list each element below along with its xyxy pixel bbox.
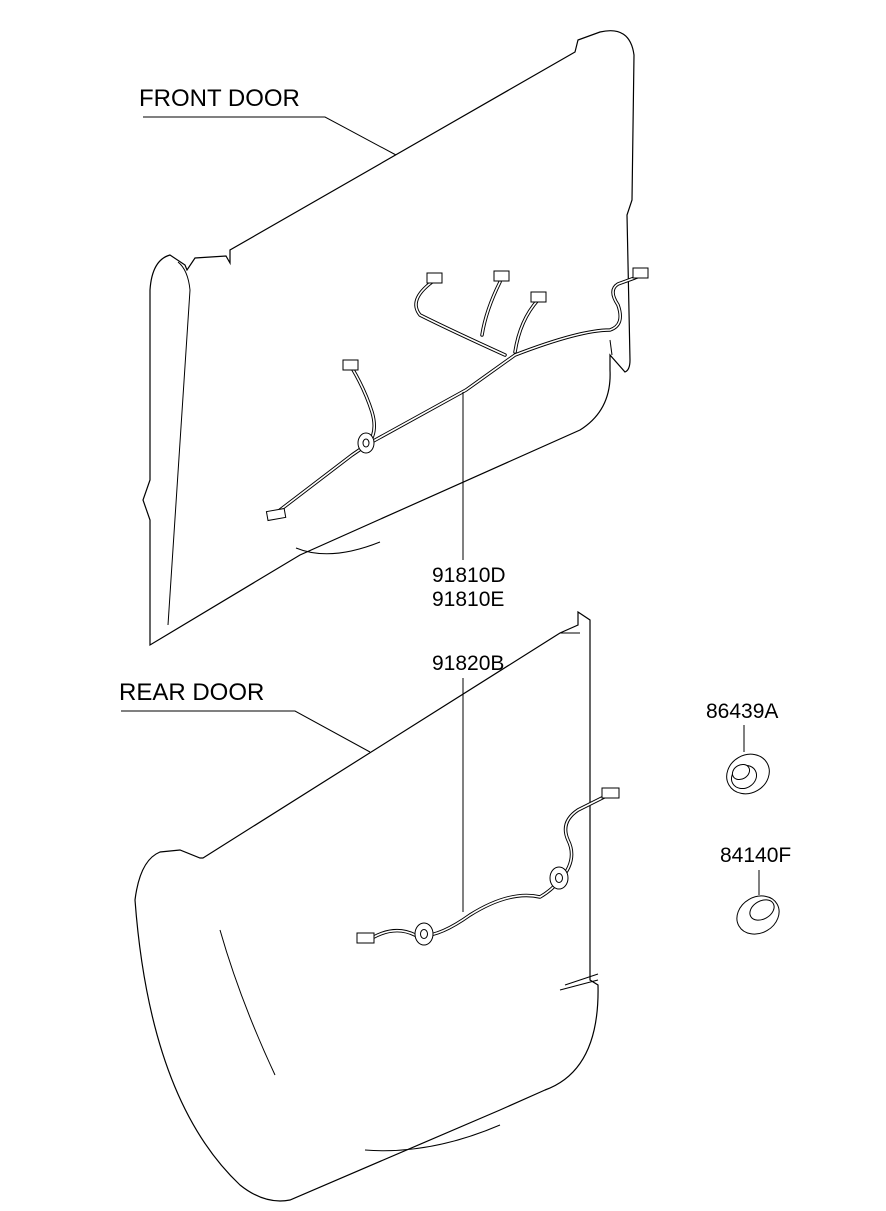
rear-door-harness <box>356 787 620 946</box>
rear-door-panel <box>134 610 599 1202</box>
part-label-91810D: 91810D <box>432 564 506 587</box>
rear-door-label-group: REAR DOOR <box>119 679 371 753</box>
front-connector-2 <box>342 359 359 371</box>
rear-connector-1 <box>356 932 375 944</box>
front-door-harness <box>265 267 649 560</box>
grommet-86439A: 86439A <box>706 700 778 795</box>
part-label-84140F: 84140F <box>720 844 791 867</box>
part-label-91820B: 91820B <box>432 652 504 675</box>
front-connector-4 <box>493 270 510 282</box>
front-connector-3 <box>426 272 443 284</box>
front-door-label-group: FRONT DOOR <box>139 85 397 156</box>
front-connector-5 <box>530 291 547 303</box>
front-door-panel <box>142 30 635 647</box>
front-connector-6 <box>632 267 649 279</box>
part-label-86439A: 86439A <box>706 700 778 723</box>
front-door-label: FRONT DOOR <box>139 85 300 112</box>
rear-door-label: REAR DOOR <box>119 679 264 706</box>
part-label-91810E: 91810E <box>432 588 504 611</box>
rear-connector-2 <box>601 787 620 799</box>
front-connector-1 <box>265 507 287 522</box>
plug-84140F: 84140F <box>720 844 791 935</box>
